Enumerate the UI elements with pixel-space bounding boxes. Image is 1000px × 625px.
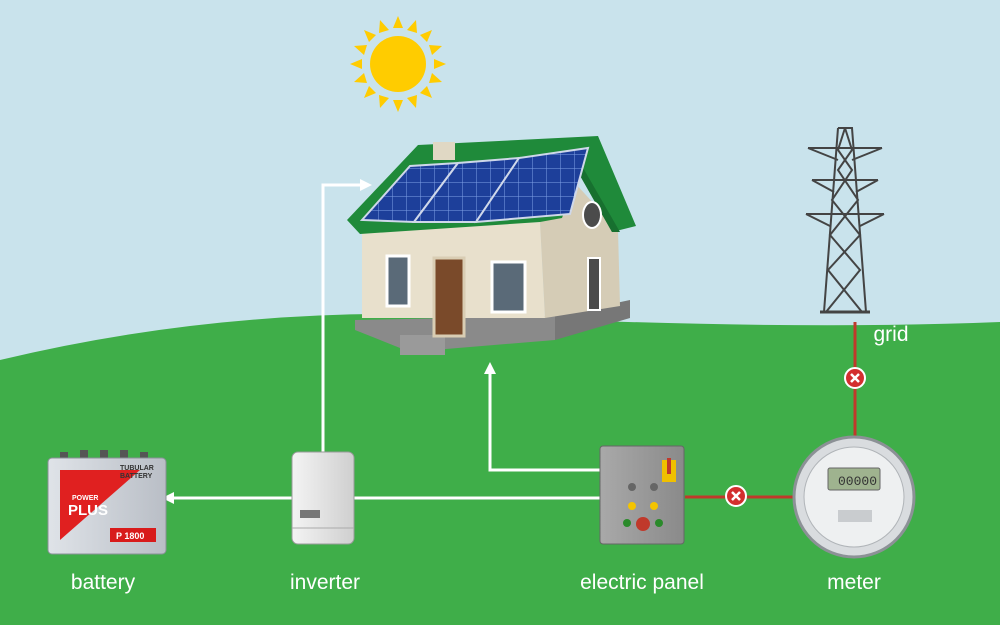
battery-model: P 1800 bbox=[116, 531, 144, 541]
transmission-tower-icon bbox=[805, 127, 885, 314]
front-door bbox=[432, 256, 466, 338]
line-panel-to-house bbox=[488, 372, 600, 472]
house bbox=[347, 136, 636, 355]
battery-icon bbox=[47, 450, 167, 555]
line-inverter-to-house bbox=[321, 183, 362, 455]
electric-panel-icon bbox=[599, 445, 685, 545]
label-meter: meter bbox=[827, 571, 881, 594]
x-circle-icon bbox=[725, 485, 747, 507]
flow-arrows bbox=[162, 179, 496, 504]
inverter-icon bbox=[291, 451, 355, 545]
battery-type-line1: TUBULAR bbox=[120, 465, 154, 472]
chimney bbox=[433, 142, 455, 160]
label-grid: grid bbox=[873, 323, 909, 346]
meter-readout: 00000 bbox=[838, 474, 877, 489]
battery-brand-big: PLUS bbox=[68, 502, 108, 519]
power-lines bbox=[172, 183, 600, 500]
sun-icon bbox=[350, 16, 446, 112]
label-battery: battery bbox=[70, 571, 136, 594]
label-inverter: inverter bbox=[289, 571, 361, 594]
meter-icon bbox=[792, 435, 916, 559]
x-circle-icon bbox=[844, 367, 866, 389]
battery-brand-small: POWER bbox=[72, 495, 98, 502]
battery-type-line2: BATTERY bbox=[120, 473, 153, 480]
arrow-to-battery-icon bbox=[162, 492, 174, 504]
window-side bbox=[587, 257, 601, 311]
label-electric-panel: electric panel bbox=[580, 571, 704, 594]
window-left bbox=[385, 254, 411, 308]
arrow-up-house-icon bbox=[484, 362, 496, 374]
solar-panel-3 bbox=[474, 146, 590, 224]
arrow-to-house-icon bbox=[360, 179, 372, 191]
window-right bbox=[490, 260, 527, 314]
